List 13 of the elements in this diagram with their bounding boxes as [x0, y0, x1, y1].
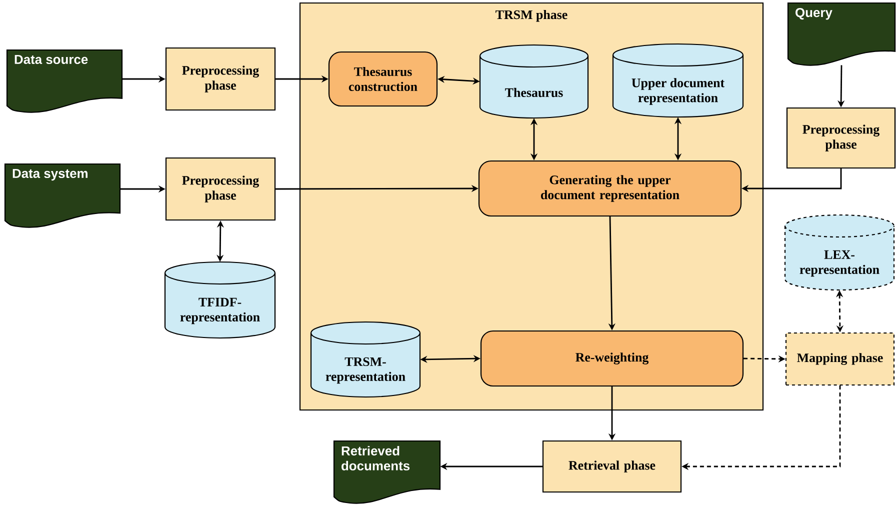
- process-box: Preprocessing phase: [786, 107, 896, 169]
- process-box: Preprocessing phase: [165, 157, 276, 221]
- database-cylinder: Thesaurus: [479, 44, 589, 119]
- process-box: Preprocessing phase: [165, 47, 276, 111]
- process-box: Mapping phase: [785, 332, 895, 386]
- database-cylinder: TFIDF- representation: [164, 261, 276, 339]
- rounded-process-box: Thesaurus construction: [328, 51, 438, 107]
- database-cylinder: Upper document representation: [612, 43, 744, 118]
- rounded-process-box: Re-weighting: [480, 330, 744, 387]
- process-box: Retrieval phase: [542, 440, 682, 493]
- rounded-process-box: Generating the upper document representation: [478, 160, 742, 217]
- database-cylinder: LEX- representation: [784, 214, 895, 291]
- database-cylinder: TRSM- representation: [310, 321, 421, 398]
